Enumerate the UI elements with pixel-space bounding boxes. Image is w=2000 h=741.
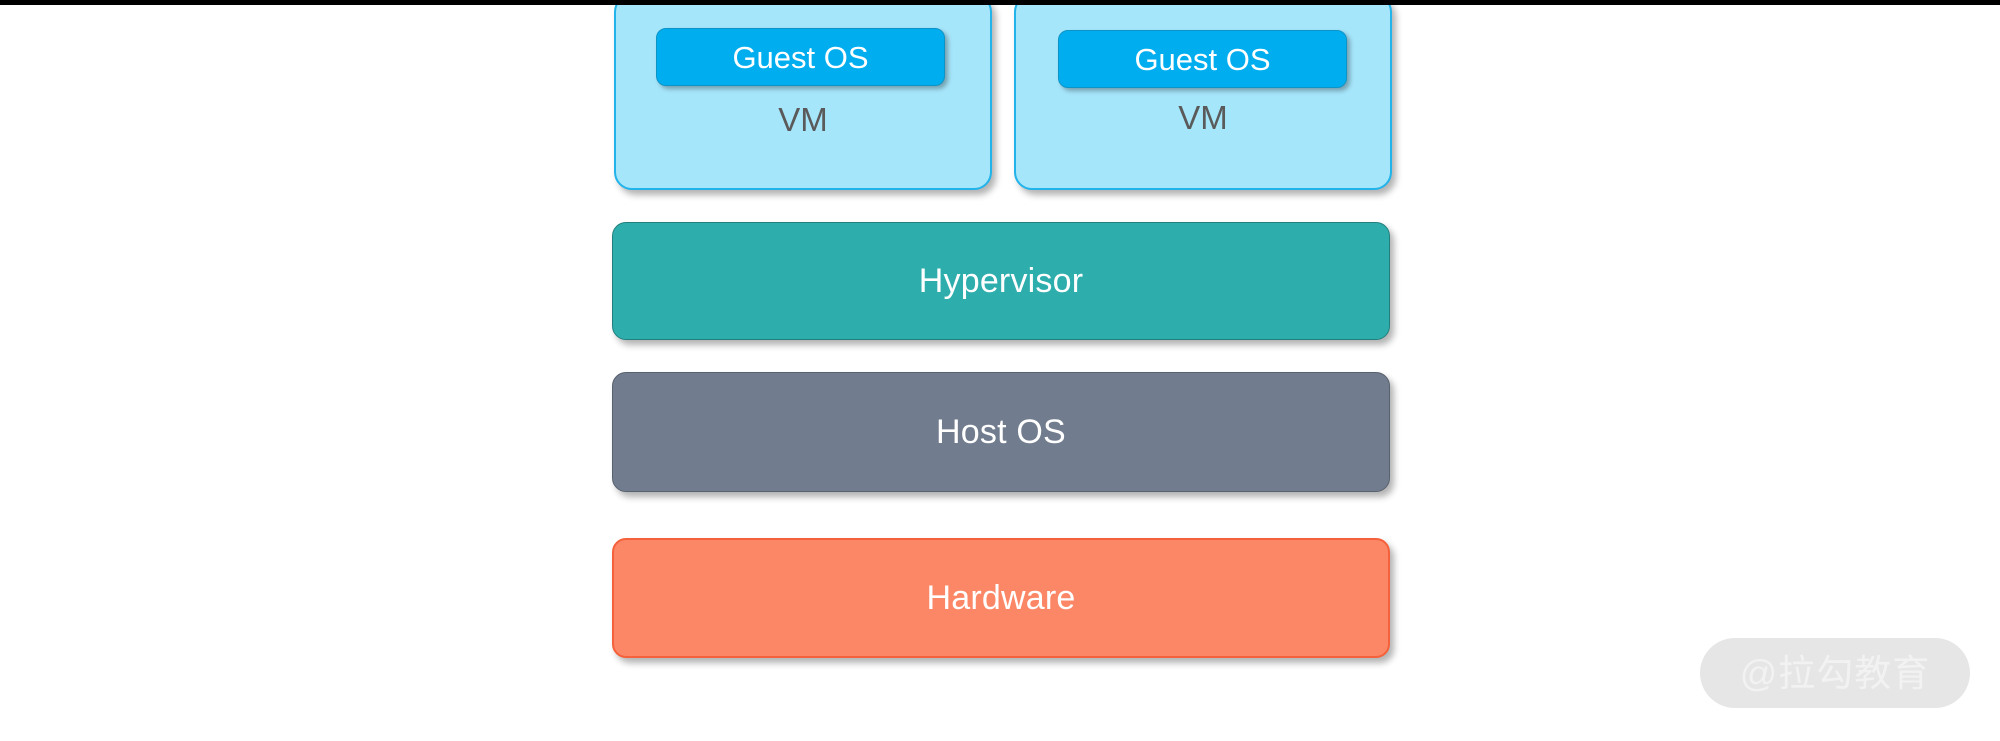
host-os-layer: Host OS (612, 372, 1390, 492)
vm-label-1: VM (778, 101, 828, 138)
guest-os-box-2: Guest OS (1058, 30, 1347, 88)
hardware-layer: Hardware (612, 538, 1390, 658)
hypervisor-label: Hypervisor (918, 262, 1084, 300)
guest-os-label-1: Guest OS (732, 39, 869, 75)
hardware-label: Hardware (926, 579, 1076, 617)
watermark-badge: @拉勾教育 (1700, 638, 1970, 708)
vm-container-2: Guest OS VM (1014, 0, 1392, 190)
top-black-bar (0, 0, 2000, 5)
host-os-label: Host OS (936, 413, 1066, 451)
vm-label-2: VM (1178, 99, 1228, 136)
watermark-text: @拉勾教育 (1739, 652, 1931, 694)
vm-container-1: Guest OS VM (614, 0, 992, 190)
guest-os-box-1: Guest OS (656, 28, 945, 86)
guest-os-label-2: Guest OS (1134, 41, 1271, 77)
hypervisor-layer: Hypervisor (612, 222, 1390, 340)
